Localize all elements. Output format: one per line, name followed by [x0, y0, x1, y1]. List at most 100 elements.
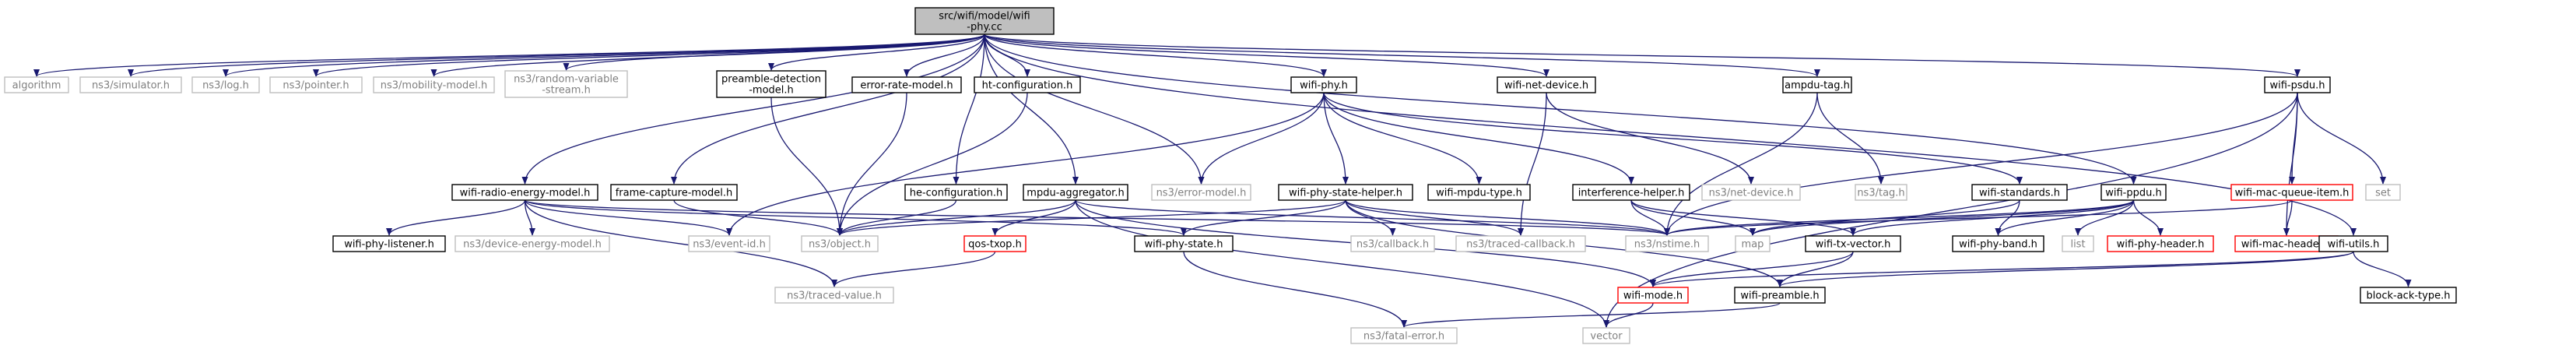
edge-wifi_phy_h-to-state_helper — [1323, 92, 1349, 185]
node-wifi_phy_h[interactable]: wifi-phy.h — [1290, 76, 1357, 93]
node-wifi_net_dev[interactable]: wifi-net-device.h — [1497, 76, 1596, 93]
node-label-traced_value: ns3/traced-value.h — [787, 290, 882, 302]
edge-he_config-to-object — [837, 199, 957, 236]
edge-root-to-randomvar — [563, 33, 985, 71]
node-label-wifi_phy_h: wifi-phy.h — [1300, 80, 1348, 92]
node-root[interactable]: src/wifi/model/wifi-phy.cc — [914, 7, 1055, 35]
edge-root-to-pointer — [313, 33, 985, 77]
node-box-algorithm — [4, 76, 69, 93]
edge-state_helper-to-object — [837, 199, 1346, 236]
node-phy_listener[interactable]: wifi-phy-listener.h — [332, 235, 446, 252]
edge-wifi_phy_h-to-error_model — [1198, 92, 1325, 185]
node-label-qos_txop: qos-txop.h — [968, 239, 1022, 251]
node-label-tag: ns3/tag.h — [1857, 188, 1904, 199]
node-label-mac_header: wifi-mac-header.h — [2241, 239, 2332, 251]
node-error_model: ns3/error-model.h — [1151, 184, 1251, 201]
node-ht_config[interactable]: ht-configuration.h — [974, 76, 1081, 93]
node-wifi_mode[interactable]: wifi-mode.h — [1617, 287, 1689, 304]
node-box-wifi_phy_h — [1290, 76, 1357, 93]
node-phy_band[interactable]: wifi-phy-band.h — [1952, 235, 2044, 252]
node-tx_vector[interactable]: wifi-tx-vector.h — [1805, 235, 1901, 252]
edge-qos_txop-to-traced_value — [831, 251, 996, 287]
node-mac_queue_item[interactable]: wifi-mac-queue-item.h — [2230, 184, 2353, 201]
edge-wifi_ppdu-to-phy_band — [1995, 199, 2135, 236]
edge-root-to-radio_energy — [521, 33, 985, 185]
edge-state_helper-to-nstime — [1345, 199, 1670, 236]
node-label-phy_header: wifi-phy-header.h — [2117, 239, 2205, 251]
node-wifi_psdu[interactable]: wifi-psdu.h — [2264, 76, 2331, 93]
edge-wifi_psdu-to-mac_header — [2283, 92, 2298, 236]
edge-root-to-wifi_ppdu — [984, 33, 2137, 185]
node-preamble_det[interactable]: preamble-detection-model.h — [716, 70, 826, 98]
node-interference[interactable]: interference-helper.h — [1572, 184, 1690, 201]
node-wifi_standards[interactable]: wifi-standards.h — [1971, 184, 2068, 201]
node-event_id: ns3/event-id.h — [688, 235, 770, 252]
node-phy_state[interactable]: wifi-phy-state.h — [1134, 235, 1234, 252]
node-label-frame_capture: frame-capture-model.h — [616, 188, 733, 199]
node-box-simulator — [79, 76, 182, 93]
node-box-radio_energy — [451, 184, 598, 201]
node-traced_value: ns3/traced-value.h — [774, 287, 894, 304]
edge-wifi_psdu-to-nstime — [1664, 92, 2298, 236]
edge-root-to-preamble_det — [768, 33, 985, 71]
node-box-log — [191, 76, 260, 93]
node-label-phy_listener: wifi-phy-listener.h — [344, 239, 434, 251]
node-ampdu_tag[interactable]: ampdu-tag.h — [1782, 76, 1852, 93]
edge-wifi_phy_h-to-event_id — [726, 92, 1325, 236]
node-callback: ns3/callback.h — [1350, 235, 1435, 252]
node-wifi_ppdu[interactable]: wifi-ppdu.h — [2100, 184, 2167, 201]
edges-layer — [33, 33, 2412, 328]
edge-root-to-frame_capture — [671, 33, 985, 185]
edge-interference-to-tx_vector — [1630, 199, 1856, 236]
node-simulator: ns3/simulator.h — [79, 76, 182, 93]
node-qos_txop[interactable]: qos-txop.h — [963, 235, 1027, 252]
node-label-wifi_mode: wifi-mode.h — [1623, 290, 1683, 302]
node-label-pointer: ns3/pointer.h — [283, 80, 349, 92]
node-he_config[interactable]: he-configuration.h — [904, 184, 1008, 201]
edge-interference-to-map — [1630, 199, 1756, 236]
node-box-mac_queue_item — [2230, 184, 2353, 201]
node-tag: ns3/tag.h — [1855, 184, 1907, 201]
edge-radio_energy-to-event_id — [524, 199, 732, 236]
node-box-frame_capture — [610, 184, 738, 201]
edge-wifi_mode-to-vector — [1603, 302, 1654, 328]
edge-root-to-wifi_psdu — [984, 33, 2301, 77]
node-box-wifi_utils — [2318, 235, 2388, 252]
node-label-map: map — [1742, 239, 1764, 251]
node-box-nstime — [1625, 235, 1709, 252]
node-box-phy_header — [2107, 235, 2214, 252]
node-label-randomvar-1: ns3/random-variable — [514, 74, 619, 86]
edge-wifi_phy_h-to-mpdu_type — [1323, 92, 1483, 185]
node-block_ack[interactable]: block-ack-type.h — [2360, 287, 2457, 304]
node-map: map — [1735, 235, 1771, 252]
node-preamble[interactable]: wifi-preamble.h — [1734, 287, 1826, 304]
node-label-he_config: he-configuration.h — [910, 188, 1003, 199]
edge-wifi_utils-to-block_ack — [2353, 251, 2412, 287]
edge-wifi_psdu-to-set — [2297, 92, 2386, 185]
node-label-log: ns3/log.h — [202, 80, 249, 92]
node-phy_header[interactable]: wifi-phy-header.h — [2107, 235, 2214, 252]
node-box-he_config — [904, 184, 1008, 201]
node-box-pointer — [269, 76, 363, 93]
node-mpdu_agg[interactable]: mpdu-aggregator.h — [1023, 184, 1128, 201]
node-radio_energy[interactable]: wifi-radio-energy-model.h — [451, 184, 598, 201]
node-box-randomvar — [504, 70, 628, 98]
node-box-phy_state — [1134, 235, 1234, 252]
node-mac_header[interactable]: wifi-mac-header.h — [2234, 235, 2339, 252]
edge-state_helper-to-phy_state — [1181, 199, 1346, 236]
node-wifi_utils[interactable]: wifi-utils.h — [2318, 235, 2388, 252]
node-box-wifi_ppdu — [2100, 184, 2167, 201]
node-label-preamble_det-1: preamble-detection — [721, 74, 821, 86]
node-state_helper[interactable]: wifi-phy-state-helper.h — [1278, 184, 1413, 201]
node-box-preamble — [1734, 287, 1826, 304]
node-frame_capture[interactable]: frame-capture-model.h — [610, 184, 738, 201]
node-mpdu_type[interactable]: wifi-mpdu-type.h — [1427, 184, 1531, 201]
node-label-state_helper: wifi-phy-state-helper.h — [1289, 188, 1402, 199]
edge-wifi_ppdu-to-map — [1750, 199, 2135, 236]
node-box-mobility — [373, 76, 495, 93]
node-label-radio_energy: wifi-radio-energy-model.h — [460, 188, 591, 199]
edge-interference-to-nstime — [1630, 199, 1670, 236]
node-error_rate[interactable]: error-rate-model.h — [851, 76, 962, 93]
node-box-tx_vector — [1805, 235, 1901, 252]
edge-root-to-log — [223, 33, 985, 77]
